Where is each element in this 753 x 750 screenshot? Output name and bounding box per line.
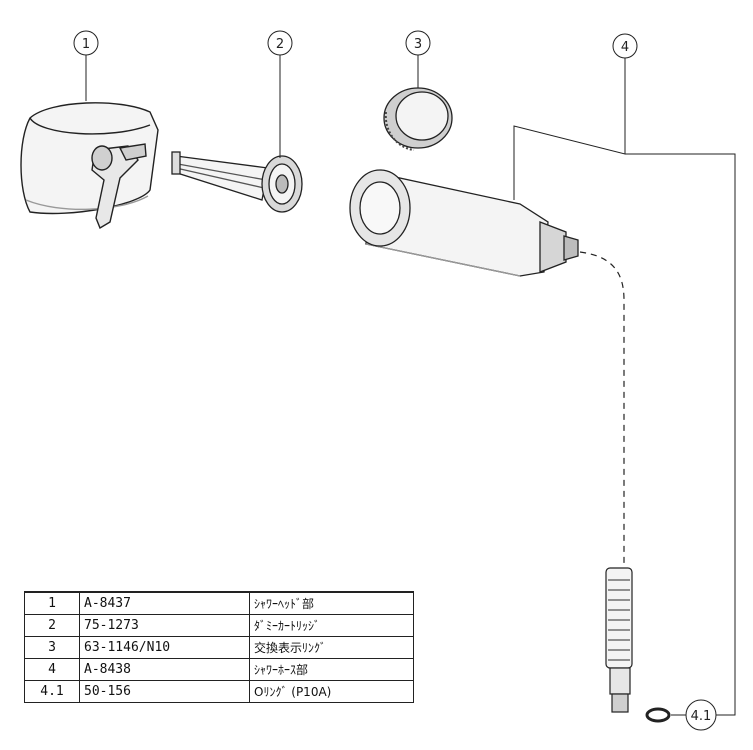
- part-number: 2: [24, 614, 80, 637]
- part-name: ｼｬﾜｰﾎｰｽ部: [249, 658, 414, 681]
- table-row: 3 63-1146/N10 交換表示ﾘﾝｸﾞ: [24, 636, 414, 659]
- hose-end-fitting: [605, 567, 633, 713]
- part-4-1-o-ring: [645, 707, 671, 723]
- svg-text:4: 4: [621, 40, 629, 55]
- part-number: 1: [24, 591, 80, 615]
- part-number: 4: [24, 658, 80, 681]
- part-name: ｼｬﾜｰﾍｯﾄﾞ部: [249, 591, 414, 615]
- callout-4: 4: [612, 33, 638, 59]
- callout-2: 2: [267, 30, 293, 56]
- svg-text:2: 2: [276, 37, 284, 52]
- part-code: 50-156: [79, 680, 250, 703]
- leader-4: [513, 58, 626, 200]
- table-row: 2 75-1273 ﾀﾞﾐｰｶｰﾄﾘｯｼﾞ: [24, 614, 414, 637]
- part-2-dummy-cartridge: [171, 151, 303, 213]
- part-name: ﾀﾞﾐｰｶｰﾄﾘｯｼﾞ: [249, 614, 414, 637]
- parts-list-table: 1 A-8437 ｼｬﾜｰﾍｯﾄﾞ部 2 75-1273 ﾀﾞﾐｰｶｰﾄﾘｯｼﾞ…: [24, 591, 414, 703]
- callout-3: 3: [405, 30, 431, 56]
- svg-text:3: 3: [414, 37, 422, 52]
- part-code: 63-1146/N10: [79, 636, 250, 659]
- svg-text:1: 1: [82, 37, 90, 52]
- part-4-shower-hose-body: [349, 169, 579, 277]
- part-name: Oﾘﾝｸﾞ (P10A): [249, 680, 414, 703]
- part-code: 75-1273: [79, 614, 250, 637]
- part-name: 交換表示ﾘﾝｸﾞ: [249, 636, 414, 659]
- table-row: 1 A-8437 ｼｬﾜｰﾍｯﾄﾞ部: [24, 591, 414, 615]
- svg-text:4.1: 4.1: [691, 709, 712, 724]
- part-number: 4.1: [24, 680, 80, 703]
- hose-dashed-line: [579, 251, 625, 568]
- part-code: A-8438: [79, 658, 250, 681]
- leader-4-frame: [625, 153, 736, 716]
- part-3-indicator-ring: [383, 87, 453, 151]
- table-row: 4 A-8438 ｼｬﾜｰﾎｰｽ部: [24, 658, 414, 681]
- part-code: A-8437: [79, 591, 250, 615]
- part-1-shower-head: [20, 102, 159, 230]
- callout-1: 1: [73, 30, 99, 56]
- callout-4-1: 4.1: [685, 699, 717, 731]
- table-row: 4.1 50-156 Oﾘﾝｸﾞ (P10A): [24, 680, 414, 703]
- part-number: 3: [24, 636, 80, 659]
